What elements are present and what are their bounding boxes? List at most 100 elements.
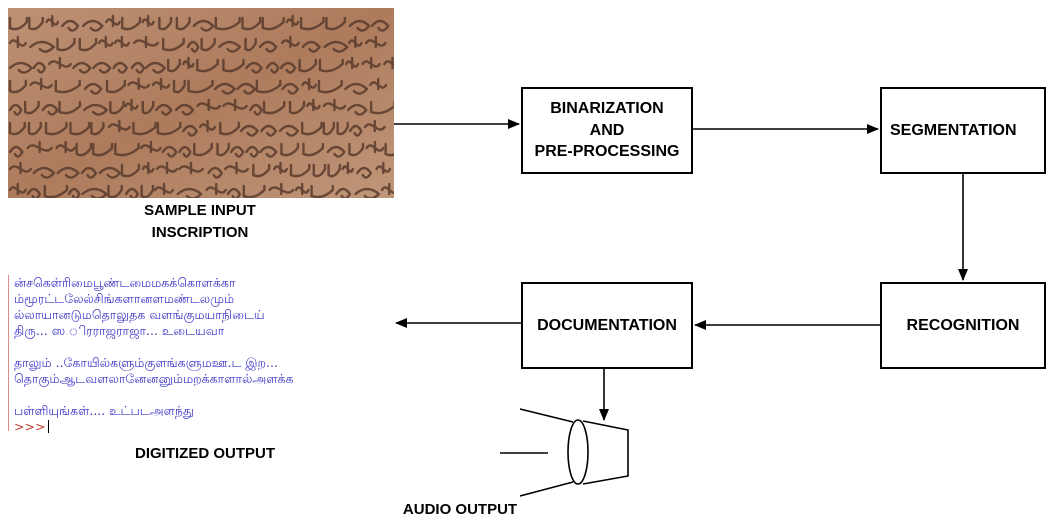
carved-glyph <box>141 161 155 175</box>
carved-glyph <box>259 145 278 158</box>
carved-glyph <box>23 100 40 115</box>
carved-glyph <box>90 121 105 136</box>
sample-input-label-line2: INSCRIPTION <box>151 223 249 241</box>
carved-glyph <box>213 82 237 95</box>
carved-glyph <box>222 58 245 73</box>
console-line: ன்சகெள்ரிமைபூண்டமைமகக்கொளக்கா <box>14 275 236 290</box>
carved-glyph <box>8 79 28 94</box>
recognition-label: RECOGNITION <box>906 316 1020 334</box>
carved-glyph <box>198 119 217 133</box>
inscription-photo <box>8 8 394 198</box>
carved-glyph <box>144 61 167 74</box>
sample-inscription-image <box>8 8 394 198</box>
carved-glyph <box>8 145 24 158</box>
carved-glyph <box>105 79 127 94</box>
carved-glyph <box>200 37 216 52</box>
binarization-box: BINARIZATION AND PRE-PROCESSING <box>521 87 693 174</box>
carved-glyph <box>363 119 386 133</box>
digitized-output-label-text: DIGITIZED OUTPUT <box>135 445 275 462</box>
carved-glyph <box>98 166 122 179</box>
binarization-line3: PRE-PROCESSING <box>534 143 680 161</box>
carved-glyph <box>356 166 373 179</box>
carved-glyph <box>236 82 257 95</box>
binarization-line1: BINARIZATION <box>550 100 664 118</box>
carved-glyph <box>8 35 27 49</box>
carved-glyph <box>273 161 288 175</box>
carved-glyph <box>289 163 311 178</box>
carved-glyph <box>369 77 388 91</box>
carved-glyph <box>344 82 369 95</box>
console-line: ம்மூரட்டலேல்சிங்களானளமண்டலமும் <box>14 291 235 306</box>
carved-glyph <box>80 166 98 179</box>
carved-glyph <box>81 187 109 198</box>
console-line: ல்லாயானடுமதொலுதக வளங்குமயாநிடைய் <box>14 307 265 322</box>
carved-glyph <box>216 142 230 157</box>
carved-glyph <box>45 14 60 28</box>
carved-glyph <box>299 16 325 31</box>
carved-glyph <box>182 56 195 70</box>
carved-glyph <box>219 121 241 136</box>
carved-glyph <box>56 166 80 179</box>
carved-glyph <box>346 103 368 116</box>
carved-glyph <box>8 61 34 74</box>
carved-glyph <box>26 187 42 198</box>
carved-glyph <box>167 58 181 73</box>
carved-glyph <box>187 79 214 94</box>
carved-glyph <box>8 182 27 196</box>
carved-glyph <box>58 100 82 115</box>
segmentation-label: SEGMENTATION <box>890 121 1017 139</box>
carved-glyph <box>298 58 317 73</box>
audio-output-label: AUDIO OUTPUT <box>370 499 550 521</box>
carved-glyph <box>281 82 300 95</box>
carved-glyph <box>294 182 310 196</box>
carved-glyph <box>92 61 112 74</box>
sample-input-label-line1: SAMPLE INPUT <box>144 202 256 219</box>
digitized-output-label: DIGITIZED OUTPUT <box>95 443 315 465</box>
carved-glyph <box>278 124 300 137</box>
carved-glyph <box>105 14 121 28</box>
carved-glyph <box>8 103 23 116</box>
carved-glyph <box>132 121 157 136</box>
carved-glyph <box>252 163 271 178</box>
carved-glyph <box>151 77 171 91</box>
carved-glyph <box>196 58 219 73</box>
carved-glyph <box>285 14 300 28</box>
carved-glyph <box>114 142 140 157</box>
carved-glyph <box>139 140 162 154</box>
carved-glyph <box>336 121 349 136</box>
carved-glyph <box>124 98 139 112</box>
carved-glyph <box>301 40 321 53</box>
carved-glyph <box>141 14 155 28</box>
carved-glyph <box>55 140 76 154</box>
carved-glyph <box>32 166 56 179</box>
carved-glyph <box>322 121 336 136</box>
carved-glyph <box>327 163 342 178</box>
carved-glyph <box>121 16 142 31</box>
carved-glyph <box>229 145 245 158</box>
carved-glyph <box>207 166 224 179</box>
carved-glyph <box>317 79 343 94</box>
carved-glyph <box>280 142 300 157</box>
carved-glyph <box>8 16 29 31</box>
carved-glyph <box>222 98 248 112</box>
carved-glyph <box>109 100 125 115</box>
carved-glyph <box>323 40 349 53</box>
carved-glyph <box>107 184 123 198</box>
carved-glyph <box>348 35 363 49</box>
carved-glyph <box>318 58 344 73</box>
carved-glyph <box>280 35 300 49</box>
carved-glyph <box>365 35 387 49</box>
carved-glyph <box>82 103 109 116</box>
speaker-icon <box>500 408 629 497</box>
carved-glyph <box>380 182 394 196</box>
carved-glyph <box>81 19 104 32</box>
carved-glyph <box>69 121 91 136</box>
carved-glyph <box>158 16 173 31</box>
carved-glyph <box>258 40 278 53</box>
carved-glyph <box>369 100 394 115</box>
console-line: தாலும் ..கோயில்களும்குளங்களுமஊ.ட இற... <box>14 355 278 370</box>
text-cursor <box>48 420 50 433</box>
carved-glyph <box>268 182 295 196</box>
carved-glyph <box>112 61 129 74</box>
carved-glyph <box>161 145 178 158</box>
